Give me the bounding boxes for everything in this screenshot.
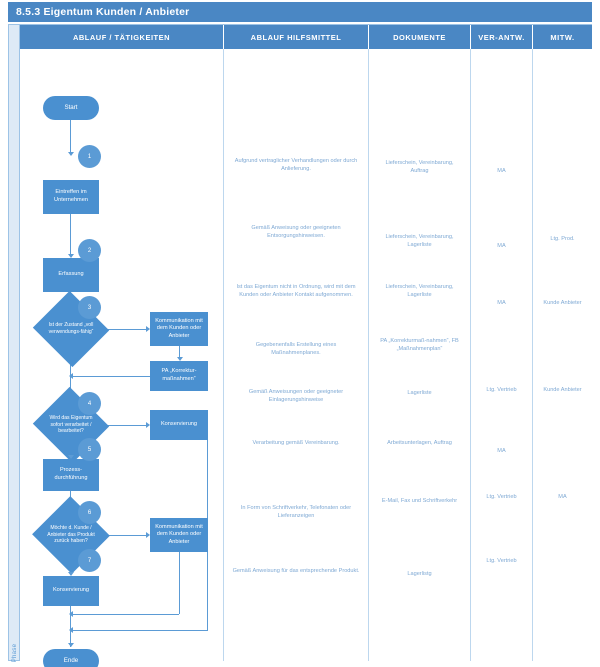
edge-start-to-1 bbox=[70, 120, 71, 154]
arrowhead-down bbox=[68, 254, 74, 258]
arrowhead-left bbox=[69, 627, 73, 633]
edge-komm-to-pa bbox=[179, 346, 180, 359]
edge-7-to-ende bbox=[70, 606, 71, 647]
flowchart-canvas: Start 1 Eintreffen im Unternehmen 2 Erfa… bbox=[20, 49, 224, 667]
step-badge-6: 6 bbox=[78, 501, 101, 524]
dokumente-row-7: Lagerlistg bbox=[407, 571, 432, 577]
edge-6-to-komm2 bbox=[99, 535, 148, 536]
arrowhead-left bbox=[69, 373, 73, 379]
verantw-row-1: MA bbox=[497, 168, 506, 174]
arrowhead-right bbox=[146, 326, 150, 332]
edge-3-to-komm bbox=[99, 329, 148, 330]
hilfsmittel-row-7: Gemäß Anweisung für das entsprechende Pr… bbox=[232, 568, 360, 574]
node-konservierung-2[interactable]: Konservierung bbox=[43, 576, 99, 606]
dokumente-row-3b: PA „Korrekturmaß-nahmen“, FB „Maßnahmenp… bbox=[380, 338, 459, 353]
node-decision-verarbeitet[interactable]: Wird das Eigentum sofort verarbeitet / b… bbox=[32, 386, 110, 464]
diagram-frame: Phase ABLAUF / TÄTIGKEITEN ABLAUF HILFSM… bbox=[8, 24, 592, 667]
column-mitw: Ltg. Prod. Kunde Anbieter Kunde Anbieter… bbox=[533, 49, 592, 661]
hilfsmittel-row-4: Gemäß Anweisungen oder geeigneter Einlag… bbox=[248, 389, 344, 404]
edge-4-to-konservierung bbox=[99, 425, 148, 426]
step-badge-3: 3 bbox=[78, 296, 101, 319]
edge-pa-return-h bbox=[70, 376, 150, 377]
node-erfassung[interactable]: Erfassung bbox=[43, 258, 99, 292]
verantw-row-6: Ltg. Vertrieb bbox=[486, 494, 517, 500]
verantw-row-7: Ltg. Vertrieb bbox=[486, 558, 517, 564]
node-kommunikation-2[interactable]: Kommunikation mit dem Kunden oder Anbiet… bbox=[150, 518, 208, 552]
hilfsmittel-row-1: Aufgrund vertraglicher Verhandlungen ode… bbox=[234, 158, 358, 173]
node-decision-zurueck[interactable]: Möchte d. Kunde / Anbieter das Produkt z… bbox=[32, 496, 110, 574]
hilfsmittel-row-6: In Form von Schriftverkehr, Telefonaten … bbox=[240, 505, 352, 520]
edge-1-to-2 bbox=[70, 214, 71, 256]
node-ende[interactable]: Ende bbox=[43, 649, 99, 667]
step-badge-2: 2 bbox=[78, 239, 101, 262]
column-hilfsmittel: Aufgrund vertraglicher Verhandlungen ode… bbox=[224, 49, 369, 661]
column-header-mitw: MITW. bbox=[550, 32, 575, 42]
arrowhead-down bbox=[177, 357, 183, 361]
node-konservierung-1[interactable]: Konservierung bbox=[150, 410, 208, 440]
column-header-ablauf: ABLAUF / TÄTIGKEITEN bbox=[20, 25, 224, 49]
step-badge-5: 5 bbox=[78, 438, 101, 461]
edge-konservierung-return-h bbox=[70, 630, 208, 631]
node-start[interactable]: Start bbox=[43, 96, 99, 120]
verantw-row-4: Ltg. Vertrieb bbox=[486, 387, 517, 393]
node-decision-verarbeitet-label: Wird das Eigentum sofort verarbeitet / b… bbox=[49, 415, 93, 435]
node-prozessdurchfuehrung[interactable]: Prozess-durchführung bbox=[43, 459, 99, 491]
step-badge-4: 4 bbox=[78, 392, 101, 415]
step-badge-7: 7 bbox=[78, 549, 101, 572]
arrowhead-left bbox=[69, 611, 73, 617]
node-kommunikation-1[interactable]: Kommunikation mit dem Kunden oder Anbiet… bbox=[150, 312, 208, 346]
column-dokumente: Lieferschein, Vereinbarung, Auftrag Lief… bbox=[369, 49, 471, 661]
hilfsmittel-row-3b: Gegebenenfalls Erstellung eines Maßnahme… bbox=[255, 342, 337, 357]
arrowhead-right bbox=[146, 422, 150, 428]
node-eintreffen[interactable]: Eintreffen im Unternehmen bbox=[43, 180, 99, 214]
hilfsmittel-row-2: Gemäß Anweisung oder geeigneten Entsorgu… bbox=[251, 225, 341, 240]
verantw-row-2: MA bbox=[497, 243, 506, 249]
mitw-row-2: Ltg. Prod. bbox=[550, 236, 575, 242]
dokumente-row-1: Lieferschein, Vereinbarung, Auftrag bbox=[385, 160, 454, 175]
arrowhead-right bbox=[146, 532, 150, 538]
verantw-row-5: MA bbox=[497, 448, 506, 454]
arrowhead-down bbox=[68, 455, 74, 459]
page-title: 8.5.3 Eigentum Kunden / Anbieter bbox=[8, 2, 592, 22]
phase-strip: Phase bbox=[9, 25, 20, 662]
node-decision-zurueck-label: Möchte d. Kunde / Anbieter das Produkt z… bbox=[47, 525, 95, 545]
node-decision-zustand-label: Ist der Zustand „voll verwendungs-fähig“ bbox=[48, 322, 94, 335]
dokumente-row-6: E-Mail, Fax und Schriftverkehr bbox=[381, 498, 458, 504]
column-header-row: ABLAUF / TÄTIGKEITEN ABLAUF HILFSMITTEL … bbox=[20, 25, 592, 49]
node-pa-korrekturmassnahmen[interactable]: PA „Korrektur-maßnahmen“ bbox=[150, 361, 208, 391]
phase-label: Phase bbox=[12, 643, 18, 663]
dokumente-row-3: Lieferschein, Vereinbarung, Lagerliste bbox=[385, 284, 454, 299]
node-decision-zustand[interactable]: Ist der Zustand „voll verwendungs-fähig“ bbox=[32, 290, 110, 368]
step-badge-1: 1 bbox=[78, 145, 101, 168]
hilfsmittel-row-3: Ist das Eigentum nicht in Ordnung, wird … bbox=[236, 284, 356, 299]
edge-komm2-return-v bbox=[179, 552, 180, 614]
column-header-verantw: VER-ANTW. bbox=[471, 25, 533, 49]
mitw-row-6: MA bbox=[558, 494, 567, 500]
mitw-row-3: Kunde Anbieter bbox=[543, 300, 582, 306]
arrowhead-down bbox=[68, 152, 74, 156]
diagram-body: Start 1 Eintreffen im Unternehmen 2 Erfa… bbox=[20, 49, 592, 667]
column-verantw: MA MA MA Ltg. Vertrieb MA Ltg. Vertrieb … bbox=[471, 49, 533, 661]
dokumente-row-2: Lieferschein, Vereinbarung, Lagerliste bbox=[385, 234, 454, 249]
column-header-hilfsmittel: ABLAUF HILFSMITTEL bbox=[224, 25, 369, 49]
hilfsmittel-row-5: Verarbeitung gemäß Vereinbarung. bbox=[252, 440, 340, 446]
column-ablauf: Start 1 Eintreffen im Unternehmen 2 Erfa… bbox=[20, 49, 224, 667]
column-header-dokumente: DOKUMENTE bbox=[369, 25, 471, 49]
mitw-row-4: Kunde Anbieter bbox=[543, 387, 582, 393]
dokumente-row-4: Lagerliste bbox=[407, 390, 432, 396]
dokumente-row-5: Arbeitsunterlagen, Auftrag bbox=[387, 440, 452, 446]
verantw-row-3: MA bbox=[497, 300, 506, 306]
arrowhead-down bbox=[68, 572, 74, 576]
arrowhead-down bbox=[68, 643, 74, 647]
edge-komm2-return-h bbox=[70, 614, 179, 615]
